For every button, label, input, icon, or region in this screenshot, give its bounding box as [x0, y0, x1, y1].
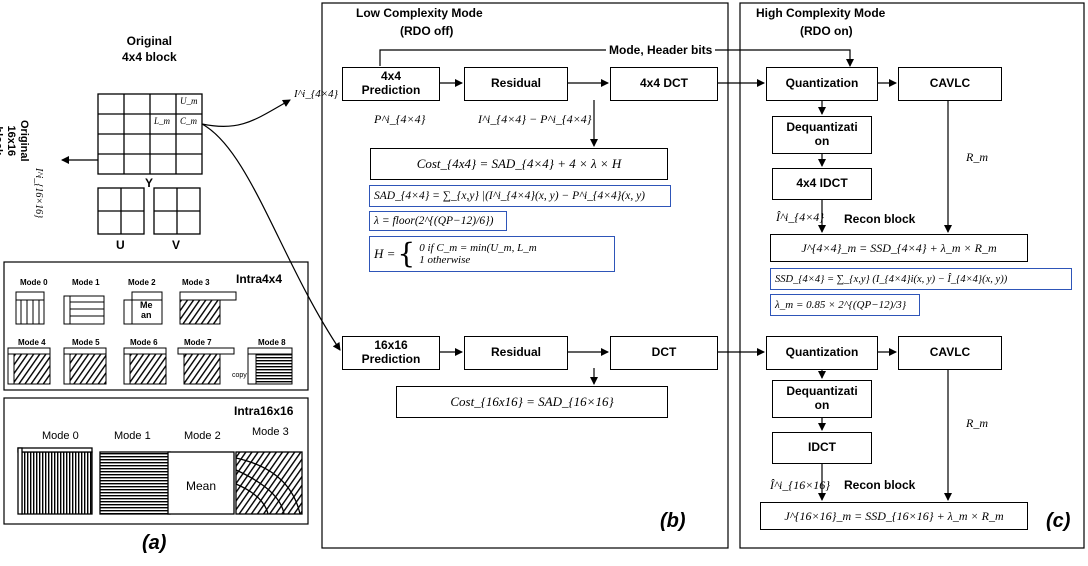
h-formula-brace: {: [397, 237, 416, 270]
panel-b-tag: (b): [660, 510, 686, 532]
y-label: Y: [145, 176, 154, 190]
original-16x16-block-label: Original 16x16 block: [0, 120, 30, 162]
panel-b-subtitle: (RDO off): [400, 24, 454, 38]
intra16x16-mean-label: Mean: [186, 479, 217, 493]
rm-label-2: R_m: [966, 416, 988, 430]
quantization-box-1: Quantization: [766, 67, 878, 101]
cm-cell-label: C_m: [180, 116, 198, 126]
dct-4x4-box: 4x4 DCT: [610, 67, 718, 101]
j-4x4-formula: J^{4×4}_m = SSD_{4×4} + λ_m × R_m: [770, 234, 1028, 262]
cavlc-box-2: CAVLC: [898, 336, 1002, 370]
intra4x4-mode-label: Mode 0: [20, 278, 48, 287]
original-4x4-block-title: Original 4x4 block: [122, 34, 177, 64]
intra4x4-mode-label: Mode 5: [72, 338, 100, 347]
h-formula-cases: 0 if C_m = min(U_m, L_m 1 otherwise: [419, 242, 536, 266]
intra4x4-mean-label: Me an: [140, 300, 153, 320]
intra4x4-mode-label: Mode 7: [184, 338, 212, 347]
prediction-4x4-box: 4x4 Prediction: [342, 67, 440, 101]
intra16x16-mode-label: Mode 1: [114, 430, 151, 442]
u-label: U: [116, 238, 125, 252]
i4x4-label: I^i_{4×4}: [294, 88, 339, 100]
lambda-m-formula: λ_m = 0.85 × 2^{(QP−12)/3}: [770, 294, 920, 316]
intra16x16-mode-label: Mode 0: [42, 430, 79, 442]
um-cell-label: U_m: [180, 96, 198, 106]
intra16x16-title: Intra16x16: [234, 404, 294, 418]
p4x4-label: P^i_{4×4}: [374, 112, 426, 126]
intra4x4-mode-label: Mode 2: [128, 278, 156, 287]
idct-4x4-box: 4x4 IDCT: [772, 168, 872, 200]
intra4x4-frame: [3, 261, 309, 391]
intra4x4-mode-label: Mode 8: [258, 338, 286, 347]
intra16x16-mode-label: Mode 2: [184, 430, 221, 442]
ihat-4x4-label: Î^i_{4×4}: [776, 210, 825, 224]
intra4x4-mode-label: Mode 6: [130, 338, 158, 347]
ihat-16x16-label: Î^i_{16×16}: [770, 478, 831, 492]
h-formula-lhs: H =: [374, 246, 396, 261]
recon-block-label-1: Recon block: [844, 212, 916, 226]
residual-box-1: Residual: [464, 67, 568, 101]
intra4x4-mode-icons: [7, 291, 293, 385]
idct-box: IDCT: [772, 432, 872, 464]
intra4x4-mode-label: Mode 1: [72, 278, 100, 287]
panel-c-connectors: [818, 79, 952, 501]
panel-b-frame: [321, 2, 729, 549]
residual-expression: I^i_{4×4} − P^i_{4×4}: [478, 112, 592, 126]
panel-c-title: High Complexity Mode: [756, 6, 886, 20]
cost-4x4-formula: Cost_{4x4} = SAD_{4×4} + 4 × λ × H: [370, 148, 668, 180]
dequantization-box-1: Dequantizati on: [772, 116, 872, 154]
intra16x16-mode-icons: [17, 447, 303, 515]
panel-b-title: Low Complexity Mode: [356, 6, 483, 20]
original-block-grid: [97, 93, 203, 175]
intra4x4-mode-label: Mode 3: [182, 278, 210, 287]
intra16x16-mode-label: Mode 3: [252, 426, 289, 438]
intra4x4-mode-label: Mode 4: [18, 338, 46, 347]
v-block-grid: [153, 187, 201, 235]
curve-to-16x16-prediction: [201, 123, 341, 351]
curve-to-4x4-prediction: [201, 99, 291, 128]
h-formula: H = { 0 if C_m = min(U_m, L_m 1 otherwis…: [369, 236, 615, 272]
panel-c-tag: (c): [1046, 510, 1071, 532]
recon-block-label-2: Recon block: [844, 478, 916, 492]
u-block-grid: [97, 187, 145, 235]
panel-a-tag: (a): [142, 532, 167, 554]
sad-4x4-formula: SAD_{4×4} = ∑_{x,y} |(I^i_{4×4}(x, y) − …: [369, 185, 671, 207]
i16x16-label: I^i_{16×16}: [33, 168, 44, 219]
intra4x4-title: Intra4x4: [236, 272, 283, 286]
ssd-4x4-formula: SSD_{4×4} = ∑_{x,y} (I_{4×4}i(x, y) − Î_…: [770, 268, 1072, 290]
dequantization-box-2: Dequantizati on: [772, 380, 872, 418]
lm-cell-label: L_m: [154, 116, 171, 126]
prediction-16x16-box: 16x16 Prediction: [342, 336, 440, 370]
rm-label-1: R_m: [966, 150, 988, 164]
residual-box-2: Residual: [464, 336, 568, 370]
intra16x16-frame: [3, 397, 309, 525]
h-case-1: 0 if C_m = min(U_m, L_m: [419, 242, 537, 254]
j-16x16-formula: J^{16×16}_m = SSD_{16×16} + λ_m × R_m: [760, 502, 1028, 530]
copy-label: copy: [232, 372, 247, 379]
h-case-2: 1 otherwise: [419, 254, 471, 266]
dct-box: DCT: [610, 336, 718, 370]
mode-header-bits-label: Mode, Header bits: [606, 43, 716, 57]
panel-c-subtitle: (RDO on): [800, 24, 853, 38]
lambda-formula: λ = floor(2^{(QP−12)/6}): [369, 211, 507, 231]
quantization-box-2: Quantization: [766, 336, 878, 370]
v-label: V: [172, 238, 181, 252]
panel-c-frame: [739, 2, 1085, 549]
cost-16x16-formula: Cost_{16x16} = SAD_{16×16}: [396, 386, 668, 418]
cavlc-box-1: CAVLC: [898, 67, 1002, 101]
